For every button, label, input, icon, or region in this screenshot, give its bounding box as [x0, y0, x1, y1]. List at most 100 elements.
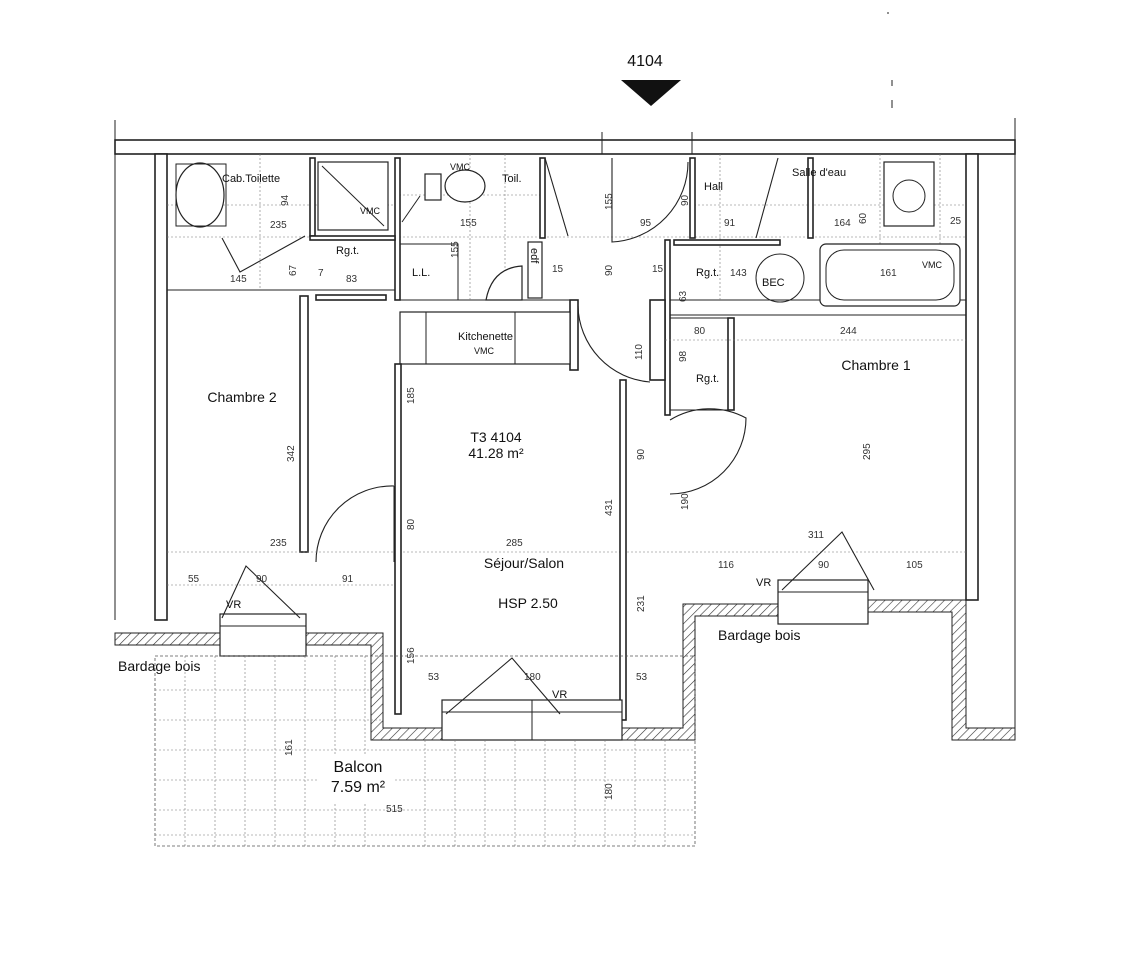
- dimension-label: 55: [188, 574, 200, 585]
- unit-name: T3 4104: [470, 429, 522, 445]
- dimension-label: 155: [450, 241, 461, 258]
- dimension-label: 90: [604, 264, 615, 276]
- dimension-label: 60: [858, 212, 869, 224]
- dimension-label: 94: [280, 194, 291, 206]
- dimension-label: 244: [840, 326, 857, 337]
- dimension-label: 90: [818, 560, 830, 571]
- window-chambre1[interactable]: [777, 579, 869, 625]
- room-balcon: Balcon: [334, 759, 383, 776]
- dimension-label: 83: [346, 274, 358, 285]
- room-kitchenette: Kitchenette: [458, 331, 513, 343]
- dimension-label: 180: [604, 783, 615, 800]
- dimension-label: 63: [678, 290, 689, 302]
- toilet-door[interactable]: [544, 157, 569, 237]
- room-chambre2: Chambre 2: [207, 389, 276, 405]
- dimension-label: 90: [680, 194, 691, 206]
- bardage-right: Bardage bois: [718, 627, 801, 643]
- dimension-label: 90: [256, 574, 268, 585]
- dimension-label: 155: [604, 193, 615, 210]
- room-chambre1: Chambre 1: [841, 357, 910, 373]
- dimension-label: 231: [636, 595, 647, 612]
- bathroom-door[interactable]: [221, 235, 306, 273]
- dimension-label: 145: [230, 274, 247, 285]
- window-chambre2[interactable]: [219, 613, 307, 657]
- dimension-label: VMC: [474, 346, 495, 356]
- chambre1-door[interactable]: [669, 408, 747, 495]
- dimension-label: 190: [680, 493, 691, 510]
- dimension-label: 143: [730, 268, 747, 279]
- room-toil: Toil.: [502, 173, 522, 185]
- unit-area: 41.28 m²: [468, 445, 524, 461]
- vmc-label: VMC: [360, 206, 381, 216]
- dimension-label: 342: [286, 445, 297, 462]
- dimension-label: 105: [906, 560, 923, 571]
- entrance-door[interactable]: [611, 158, 689, 243]
- corridor-wall: [114, 139, 1016, 155]
- dimension-label: VMC: [922, 260, 943, 270]
- dimension-label: 98: [678, 350, 689, 362]
- dimension-label: 110: [634, 344, 645, 360]
- dimension-label: 515: [386, 804, 403, 815]
- dimension-label: 295: [862, 443, 873, 460]
- chambre2-door[interactable]: [315, 485, 395, 563]
- bardage-left: Bardage bois: [118, 658, 201, 674]
- rgt-left-label: Rg.t.: [336, 245, 359, 257]
- dimension-label: 180: [524, 672, 541, 683]
- room-sejour: Séjour/Salon: [484, 555, 564, 571]
- unit-marker-arrow-icon: [621, 80, 681, 106]
- dimension-label: 161: [284, 739, 295, 756]
- bec-label: BEC: [762, 277, 785, 289]
- right-wall: [965, 153, 979, 601]
- dimension-label: 80: [406, 518, 417, 530]
- electrical-panel: [527, 241, 543, 299]
- dimension-label: 7: [318, 268, 324, 279]
- dimension-label: 15: [552, 264, 564, 275]
- bathroom-right-door[interactable]: [755, 157, 779, 239]
- dimension-label: 431: [604, 499, 615, 516]
- balcony-tiling: [154, 655, 696, 847]
- dimension-label: 90: [636, 448, 647, 460]
- vr-label-right: VR: [756, 577, 771, 589]
- room-hall: Hall: [704, 181, 723, 193]
- kitchen-door[interactable]: [577, 305, 651, 383]
- balcon-area: 7.59 m²: [331, 779, 386, 796]
- left-wall: [154, 153, 168, 621]
- corner-sink-icon: [485, 265, 523, 301]
- toilet-icon: [444, 169, 486, 203]
- dimension-label: 235: [270, 538, 287, 549]
- kitchenette-counter: [399, 311, 571, 365]
- washing-machine-space: [399, 243, 459, 301]
- dimension-label: 15: [652, 264, 664, 275]
- vr-label-center: VR: [552, 689, 567, 701]
- dimension-label: 95: [640, 218, 652, 229]
- dimension-labels: 235 94 155 155 155 95 90 91 164 60 25 14…: [188, 193, 962, 815]
- dimension-label: 155: [460, 218, 477, 229]
- dimension-label: VMC: [450, 162, 471, 172]
- rgt-hall-label: Rg.t.: [696, 267, 719, 279]
- unit-marker-label: 4104: [627, 53, 663, 70]
- dimension-label: 53: [428, 672, 440, 683]
- dimension-label: 91: [342, 574, 354, 585]
- bathtub-icon: [819, 243, 961, 307]
- dimension-label: 91: [724, 218, 736, 229]
- rgt-center-label: Rg.t.: [696, 373, 719, 385]
- dimension-label: 311: [808, 530, 824, 541]
- dimension-label: 156: [406, 647, 417, 664]
- dimension-label: 116: [718, 560, 734, 571]
- ll-label: L.L.: [412, 267, 430, 279]
- dimension-label: 185: [406, 387, 417, 404]
- washbasin-right-icon: [883, 161, 935, 227]
- turning-circle-icon: [755, 253, 805, 303]
- dimension-label: 25: [950, 216, 962, 227]
- edf-label: edf: [528, 248, 540, 264]
- hsp-label: HSP 2.50: [498, 595, 558, 611]
- dimension-label: 67: [288, 264, 299, 276]
- dimension-label: 161: [880, 268, 897, 279]
- room-salle-eau: Salle d'eau: [792, 167, 846, 179]
- dimension-label: 164: [834, 218, 851, 229]
- dimension-label: 285: [506, 538, 523, 549]
- room-cab-toilette: Cab.Toilette: [222, 173, 280, 185]
- dimension-label: 53: [636, 672, 648, 683]
- washbasin-icon: [175, 162, 225, 228]
